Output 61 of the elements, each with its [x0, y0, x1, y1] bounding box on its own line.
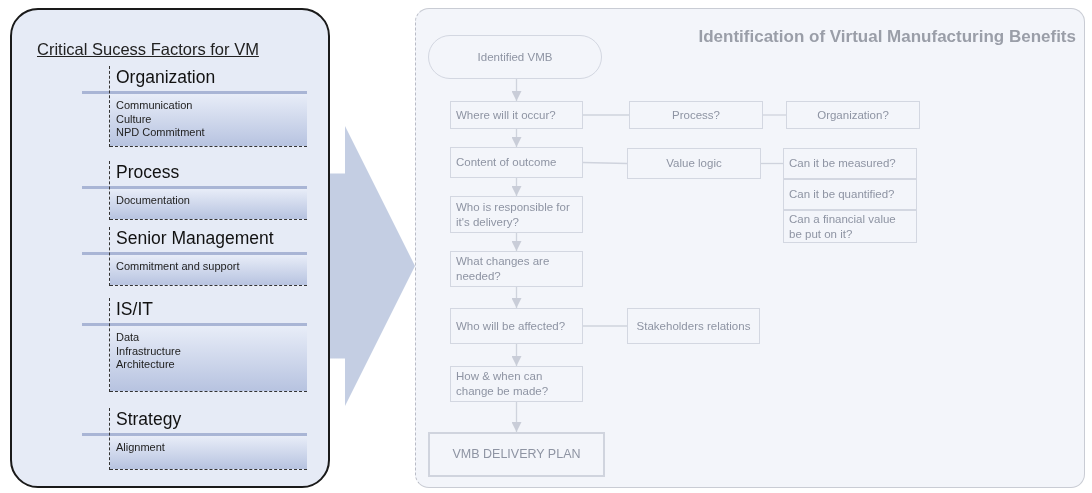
box-label: Who is responsible for it's delivery? — [456, 199, 571, 230]
arrow — [511, 232, 522, 252]
panel-heading: Critical Sucess Factors for VM — [37, 40, 259, 59]
box-label: What changes are needed? — [456, 254, 551, 284]
box-label: Identified VMB — [477, 49, 553, 65]
process-box — [786, 101, 920, 129]
process-box — [450, 147, 583, 178]
detail-text: Culture — [116, 112, 153, 126]
box-label: Content of outcome — [456, 155, 557, 170]
process-box — [450, 251, 583, 287]
arrow — [511, 286, 522, 309]
arrow — [511, 343, 522, 367]
arrow — [511, 177, 522, 197]
box-label: Can it be quantified? — [789, 187, 895, 202]
box-label: Organization? — [817, 107, 889, 123]
process-box — [783, 210, 917, 243]
arrow — [511, 78, 522, 102]
detail-text: Data — [116, 331, 141, 345]
box-label: How & when can change be made? — [456, 369, 550, 399]
process-box — [627, 308, 760, 344]
factor-section — [82, 406, 307, 470]
connector-line — [582, 161, 628, 165]
factor-section — [82, 296, 307, 392]
detail-text: Architecture — [116, 358, 176, 372]
box-label: Stakeholders relations — [636, 318, 751, 334]
detail-text: Infrastructure — [116, 344, 182, 358]
detail-text: Communication — [116, 99, 194, 113]
detail-text: Alignment — [116, 441, 166, 455]
connector-line — [760, 162, 784, 165]
factor-section — [82, 225, 307, 286]
arrow — [511, 128, 522, 148]
section-title: Senior Management — [116, 228, 274, 248]
process-box — [783, 179, 917, 210]
box-label: VMB DELIVERY PLAN — [452, 447, 581, 462]
section-title: Organization — [116, 67, 216, 87]
box-label: Where will it occur? — [456, 107, 556, 123]
box-label: Value logic — [666, 156, 722, 171]
box-label: Can a financial value be put on it? — [789, 211, 897, 242]
section-title: IS/IT — [116, 299, 153, 319]
benefits-panel — [415, 8, 1085, 488]
detail-text: Documentation — [116, 194, 191, 208]
process-box — [428, 432, 605, 477]
detail-text: Commitment and support — [116, 260, 241, 274]
factor-section — [82, 64, 307, 147]
arrow — [511, 401, 522, 433]
factor-section — [82, 159, 307, 220]
box-label: Process? — [672, 107, 720, 123]
factors-panel — [10, 8, 330, 488]
process-box — [450, 196, 583, 233]
process-box — [783, 148, 917, 179]
box-label: Can it be measured? — [789, 156, 896, 171]
panel-heading: Identification of Virtual Manufacturing Benefits — [698, 27, 1076, 47]
process-box — [629, 101, 763, 129]
section-title: Process — [116, 162, 180, 182]
process-box — [450, 308, 583, 344]
section-title: Strategy — [116, 409, 182, 429]
box-label: Who will be affected? — [456, 318, 566, 334]
detail-text: NPD Commitment — [116, 126, 206, 140]
process-box — [450, 366, 583, 402]
process-box — [450, 101, 583, 129]
process-box — [627, 148, 761, 179]
